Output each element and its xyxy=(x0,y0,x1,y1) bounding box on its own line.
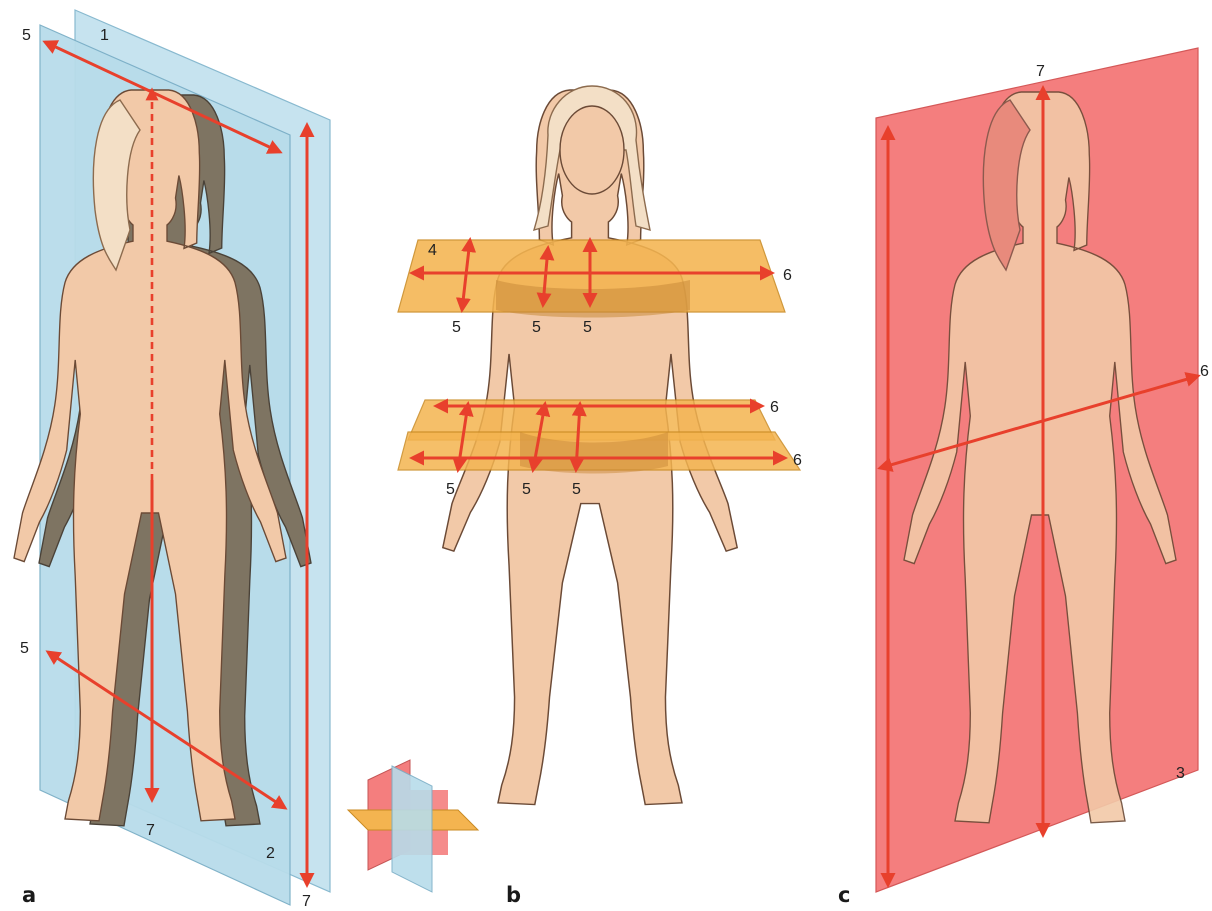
label-b-5-l2: 5 xyxy=(522,481,531,498)
label-a-1: 1 xyxy=(100,27,109,44)
label-a-7-bottom: 7 xyxy=(302,893,311,910)
label-b-5-u2: 5 xyxy=(532,319,541,336)
label-b-6-mid: 6 xyxy=(770,399,779,416)
label-b-5-u3: 5 xyxy=(583,319,592,336)
planes-orientation-icon xyxy=(348,760,478,892)
panel-b: 4 6 5 5 5 6 6 5 5 5 b xyxy=(348,86,802,907)
label-b-5-l1: 5 xyxy=(446,481,455,498)
label-a-2: 2 xyxy=(266,845,275,862)
label-c-3: 3 xyxy=(1176,765,1185,782)
panel-label-c: c xyxy=(838,883,850,907)
panel-c: 7 6 3 c xyxy=(838,48,1209,907)
face-b xyxy=(560,106,624,194)
label-c-6: 6 xyxy=(1200,363,1209,380)
panel-label-a: a xyxy=(22,883,36,907)
label-b-6-lower: 6 xyxy=(793,452,802,469)
label-c-7: 7 xyxy=(1036,63,1045,80)
label-a-5-top: 5 xyxy=(22,27,31,44)
label-a-7-center: 7 xyxy=(146,822,155,839)
label-a-5-bottom: 5 xyxy=(20,640,29,657)
label-b-4: 4 xyxy=(428,242,437,259)
label-b-5-u1: 5 xyxy=(452,319,461,336)
panel-label-b: b xyxy=(506,883,521,907)
label-b-6-upper: 6 xyxy=(783,267,792,284)
panel-a: 1 5 5 7 2 7 a xyxy=(14,10,330,910)
label-b-5-l3: 5 xyxy=(572,481,581,498)
